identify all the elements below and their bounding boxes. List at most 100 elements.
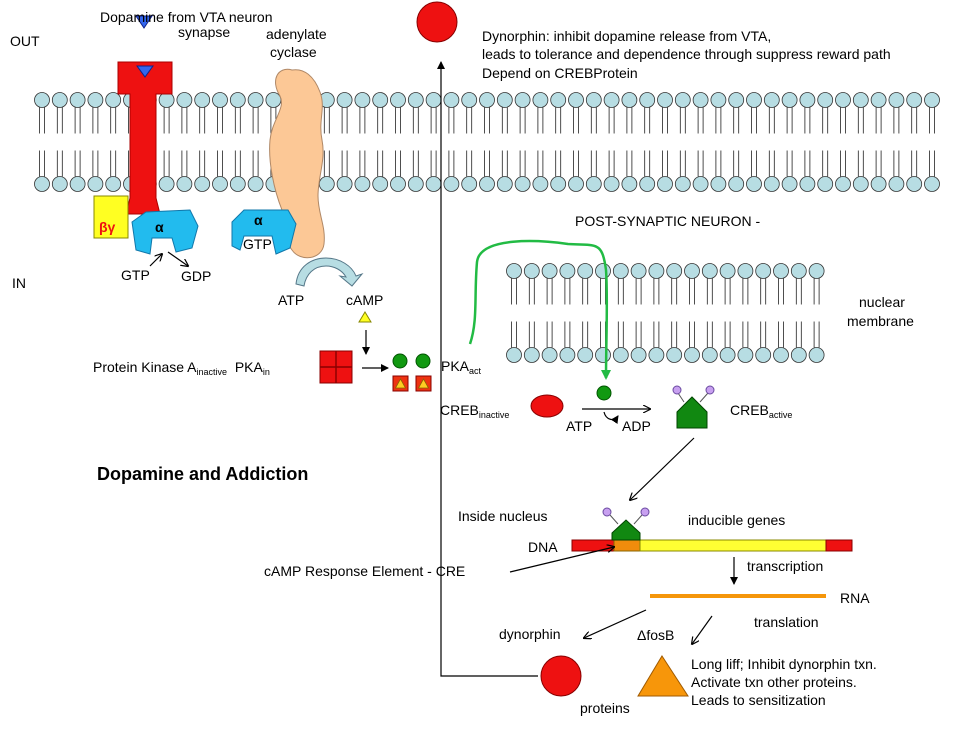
lipid-head xyxy=(639,176,656,192)
atp-to-camp-arrow xyxy=(295,257,364,287)
nuclear-membrane xyxy=(506,263,825,363)
alpha-label-cyclase: α xyxy=(254,212,263,228)
lipid-head xyxy=(621,176,638,192)
pka-regulatory-subunit-2 xyxy=(415,375,432,392)
lipid-head xyxy=(390,92,406,108)
dynorphin-note-line3: Depend on CREBProtein xyxy=(482,65,638,81)
lipid-head xyxy=(425,92,442,108)
lipid-head xyxy=(648,263,665,279)
lipid-head xyxy=(746,176,762,192)
lipid-head xyxy=(603,176,620,192)
lipid-head xyxy=(229,92,246,108)
dna-strand xyxy=(571,539,853,552)
lipid-head xyxy=(390,176,406,192)
lipid-head xyxy=(158,176,175,192)
lipid-head xyxy=(666,347,683,363)
lipid-head xyxy=(354,92,371,108)
dynorphin-protein xyxy=(540,655,582,697)
lipid-head xyxy=(541,263,558,279)
lipid-head xyxy=(176,92,193,108)
lipid-head xyxy=(247,176,264,192)
lipid-head xyxy=(105,176,122,192)
lipid-head xyxy=(808,263,825,279)
lipid-head xyxy=(212,92,228,108)
proteins-label: proteins xyxy=(580,700,630,716)
lipid-head xyxy=(746,92,762,108)
lipid-head xyxy=(657,92,673,108)
creb-active-shape xyxy=(672,385,715,429)
receptor-bound-dopamine xyxy=(136,65,154,78)
dynorphin-note-line2: leads to tolerance and dependence throug… xyxy=(482,46,891,62)
gdp-label: GDP xyxy=(181,268,212,284)
lipid-head xyxy=(710,92,727,108)
lipid-head xyxy=(719,263,736,279)
lipid-head xyxy=(852,176,869,192)
cyclase-label: cyclase xyxy=(270,44,317,60)
dynorphin-feedback-arrow xyxy=(437,61,538,677)
lipid-head xyxy=(701,347,718,363)
lipid-head xyxy=(541,347,558,363)
lipid-head xyxy=(407,176,424,192)
gtp-bound-label: GTP xyxy=(243,236,272,252)
lipid-head xyxy=(443,176,460,192)
lipid-head xyxy=(737,263,754,279)
creb-inactive-shape xyxy=(530,394,564,418)
lipid-head xyxy=(506,263,522,279)
lipid-head xyxy=(514,92,531,108)
delta-fosb-label: ΔfosB xyxy=(637,627,675,643)
lipid-head xyxy=(407,92,424,108)
lipid-head xyxy=(674,92,691,108)
dynorphin-protein-label: dynorphin xyxy=(499,626,561,642)
lipid-head xyxy=(817,92,834,108)
lipid-head xyxy=(568,92,584,108)
dna-label: DNA xyxy=(528,539,558,555)
lipid-head xyxy=(585,92,602,108)
lipid-head xyxy=(158,92,175,108)
fosb-note-line2: Activate txn other proteins. xyxy=(691,674,857,690)
lipid-head xyxy=(835,176,851,192)
pka-nuclear-import-arrow xyxy=(468,239,612,380)
translation-label: translation xyxy=(754,614,819,630)
lipid-head xyxy=(906,92,923,108)
lipid-head xyxy=(69,176,86,192)
lipid-head xyxy=(612,263,629,279)
lipid-head xyxy=(51,92,68,108)
synapse-label: synapse xyxy=(178,24,231,40)
inside-nucleus-label: Inside nucleus xyxy=(458,508,548,524)
adenylate-label: adenylate xyxy=(266,26,327,42)
gdp-arrow xyxy=(167,251,188,266)
lipid-head xyxy=(852,92,869,108)
g-alpha-subunit-cyclase xyxy=(231,209,297,255)
plasma-membrane xyxy=(34,92,940,192)
lipid-head xyxy=(34,92,50,108)
lipid-head xyxy=(808,347,825,363)
lipid-head xyxy=(781,176,798,192)
lipid-head xyxy=(684,347,700,363)
pka-catalytic-subunit-2 xyxy=(415,353,431,369)
lipid-head xyxy=(176,176,193,192)
lipid-head xyxy=(336,176,353,192)
lipid-head xyxy=(318,176,335,192)
lipid-head xyxy=(773,347,789,363)
cre-label: cAMP Response Element - CRE xyxy=(264,563,466,579)
lipid-head xyxy=(924,92,940,108)
lipid-head xyxy=(648,347,665,363)
lipid-head xyxy=(755,347,772,363)
membrane-label: membrane xyxy=(847,313,914,329)
creb-to-dna-arrow xyxy=(630,437,695,500)
lipid-head xyxy=(906,176,923,192)
lipid-head xyxy=(372,92,389,108)
lipid-head xyxy=(728,92,745,108)
lipid-head xyxy=(799,92,816,108)
lipid-head xyxy=(194,92,211,108)
lipid-head xyxy=(666,263,683,279)
lipid-head xyxy=(577,263,594,279)
lipid-head xyxy=(532,176,549,192)
pka-active-label: PKAact xyxy=(441,358,482,376)
lipid-head xyxy=(870,92,887,108)
lipid-head xyxy=(674,176,691,192)
lipid-head xyxy=(425,176,442,192)
creb-inactive-label: CREBinactive xyxy=(440,402,510,420)
lipid-head xyxy=(755,263,772,279)
lipid-head xyxy=(532,92,549,108)
